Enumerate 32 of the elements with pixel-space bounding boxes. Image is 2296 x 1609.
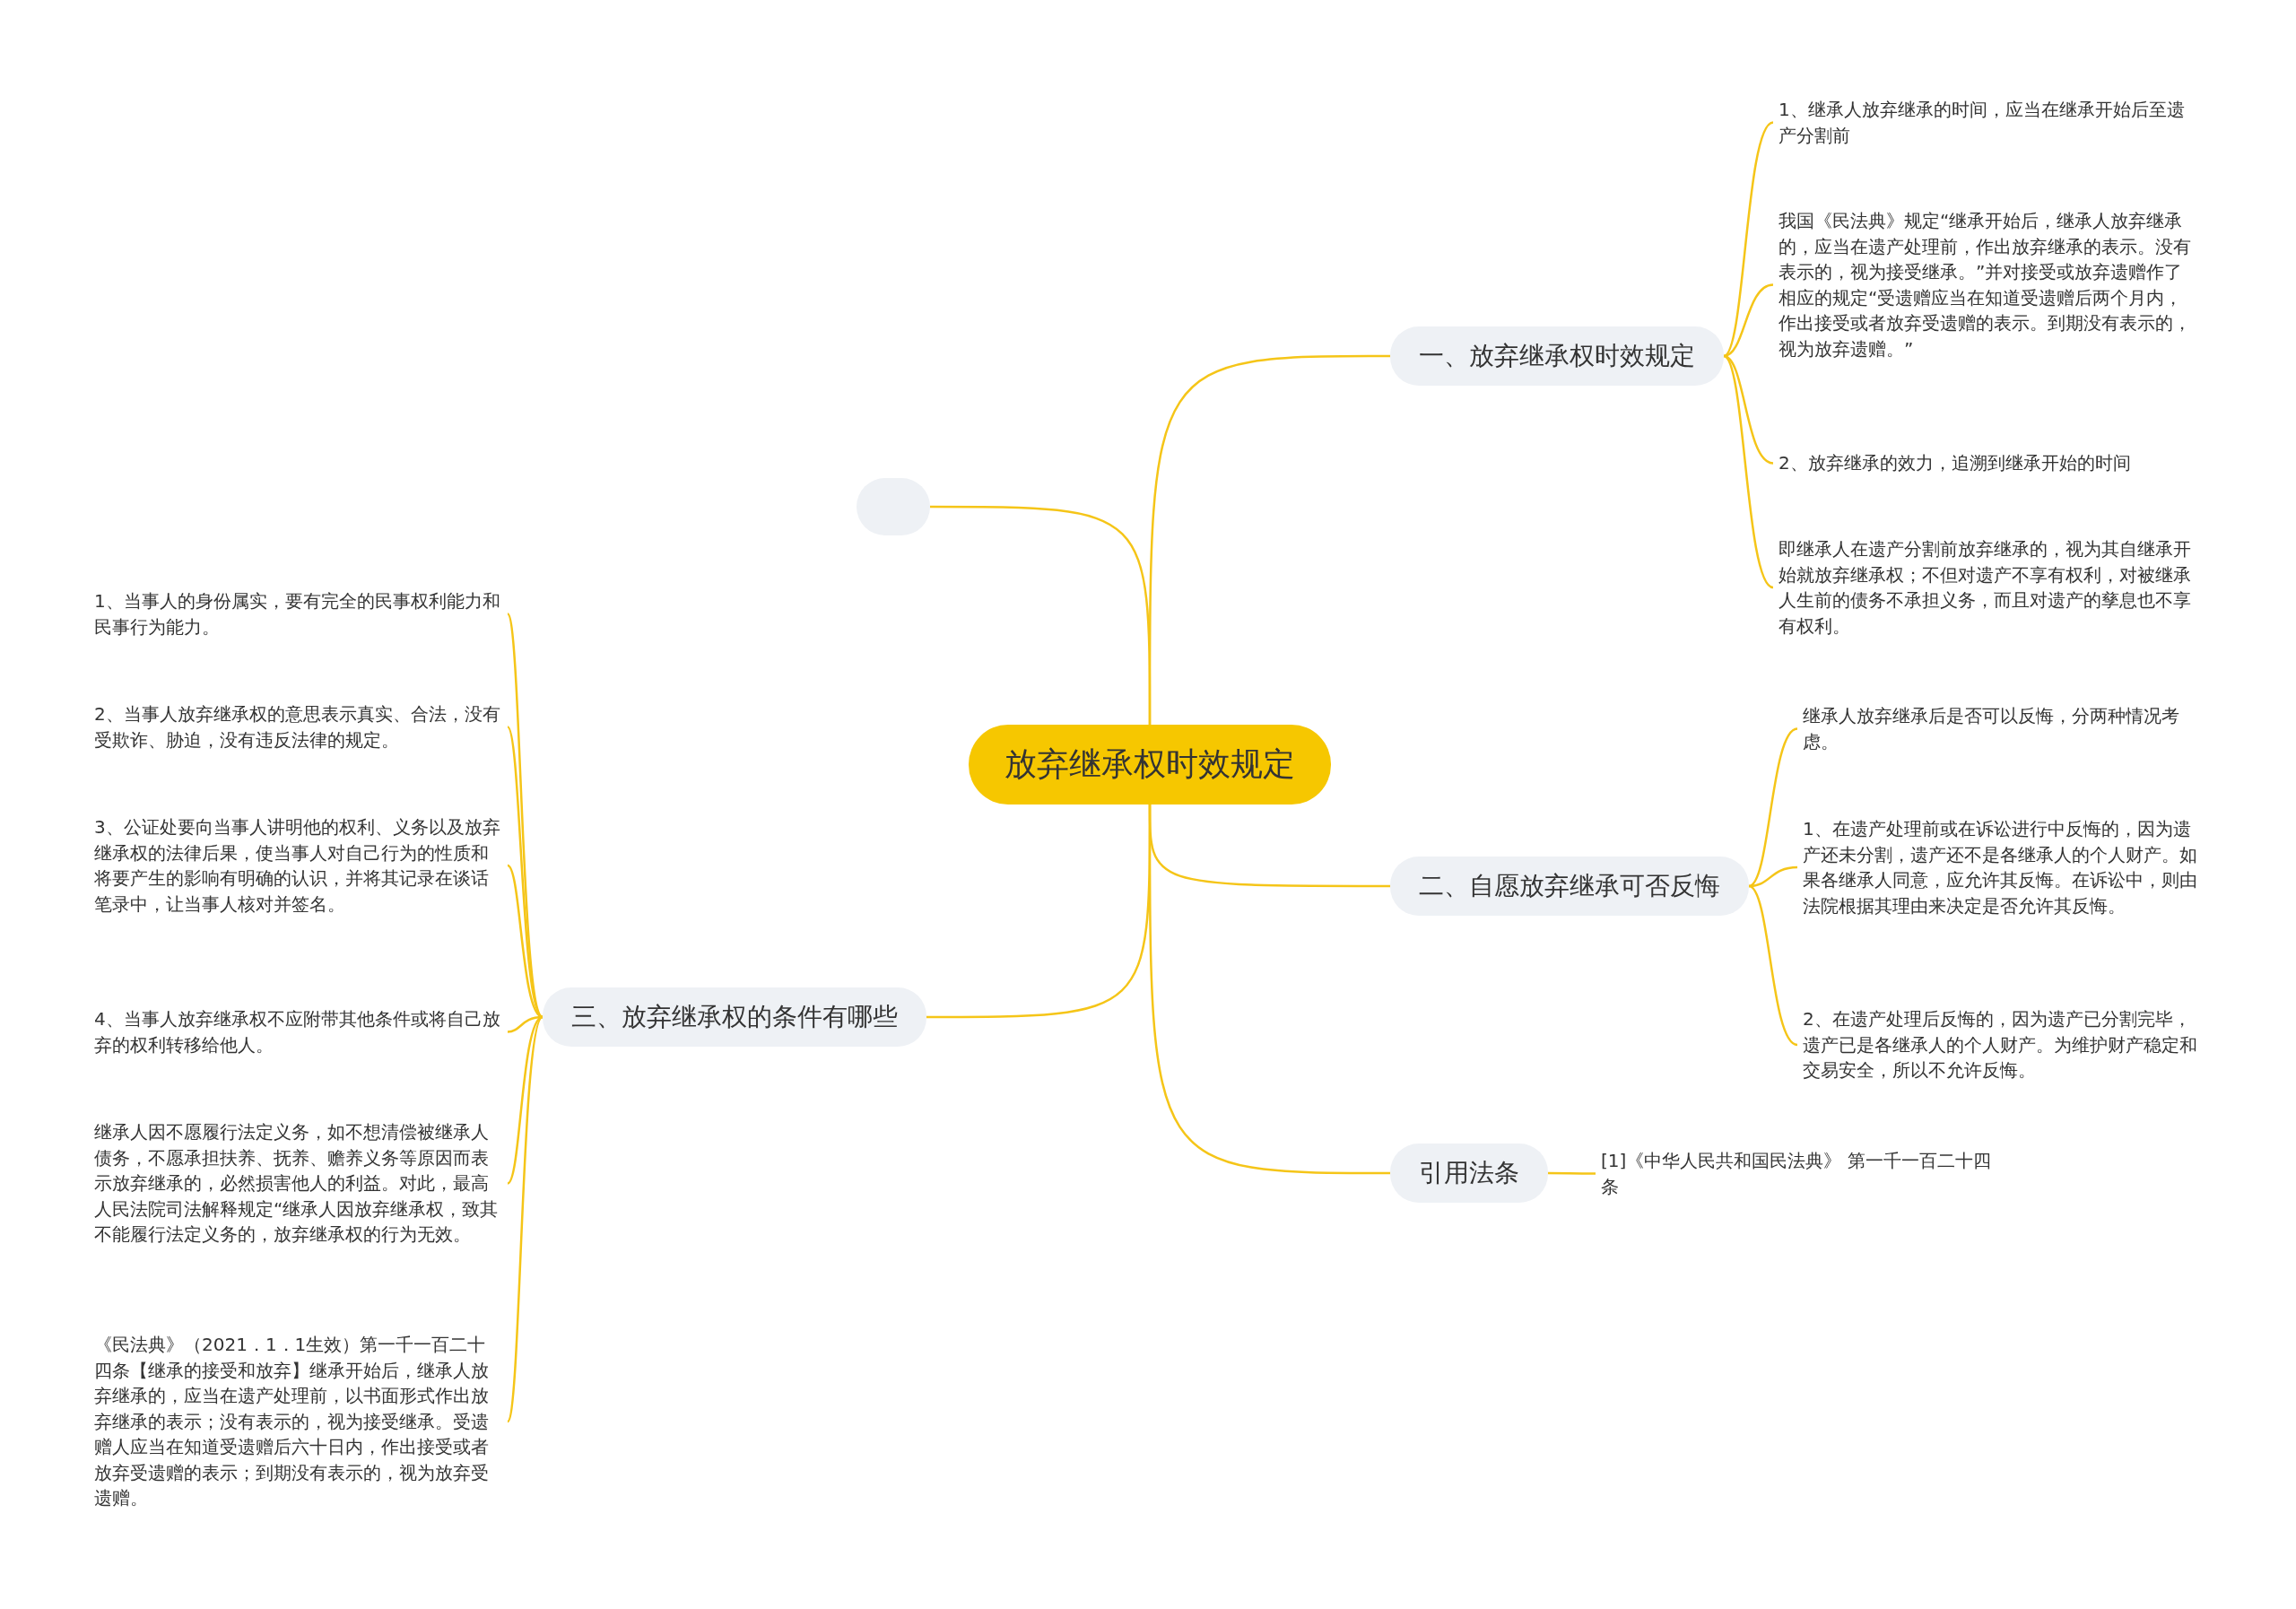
connector-line bbox=[1723, 355, 1774, 588]
topic-box: 引用法条 bbox=[1390, 1144, 1548, 1203]
note-text: 继承人因不愿履行法定义务，如不想清偿被继承人债务，不愿承担扶养、抚养、赡养义务等原因而表示放弃继承的，必然损害他人的利益。对此，最高人民法院司法解释规定“继承人因放弃继承权，致其不能履行法定义务的，放弃继承权的行为无效。 bbox=[94, 1119, 502, 1248]
note-text: 3、公证处要向当事人讲明他的权利、义务以及放弃继承权的法律后果，使当事人对自己行为的性质和将要产生的影响有明确的认识，并将其记录在谈话笔录中，让当事人核对并签名。 bbox=[94, 814, 502, 917]
note-text: 继承人放弃继承后是否可以反悔，分两种情况考虑。 bbox=[1803, 703, 2206, 754]
note-text: 1、在遗产处理前或在诉讼进行中反悔的，因为遗产还未分割，遗产还不是各继承人的个人财产。如果各继承人同意，应允许其反悔。在诉讼中，则由法院根据其理由来决定是否允许其反悔。 bbox=[1803, 816, 2206, 918]
note-text: 4、当事人放弃继承权不应附带其他条件或将自己放弃的权利转移给他人。 bbox=[94, 1006, 502, 1057]
connector-line bbox=[1548, 1171, 1596, 1175]
note-text: 2、在遗产处理后反悔的，因为遗产已分割完毕，遗产已是各继承人的个人财产。为维护财产稳定和交易安全，所以不允许反悔。 bbox=[1803, 1006, 2206, 1083]
note-text: 1、继承人放弃继承的时间，应当在继承开始后至遗产分割前 bbox=[1779, 97, 2191, 148]
connector-line bbox=[930, 505, 1152, 725]
note-text: 即继承人在遗产分割前放弃继承的，视为其自继承开始就放弃继承权；不但对遗产不享有权利，对被继承人生前的债务不承担义务，而且对遗产的孳息也不享有权利。 bbox=[1779, 536, 2191, 639]
connector-line bbox=[506, 726, 544, 1018]
note-text: 《民法典》（2021．1．1生效）第一千一百二十四条【继承的接受和放弃】继承开始后，继承人放弃继承的，应当在遗产处理前，以书面形式作出放弃继承的表示；没有表示的，视为接受继承。受遗赠人应当在知道受遗赠后六十日内，作出接受或者放弃受遗赠的表示；到期没有表示的，视为放弃受遗赠。 bbox=[94, 1332, 502, 1511]
note-text: 我国《民法典》规定“继承开始后，继承人放弃继承的，应当在遗产处理前，作出放弃继承的表示。没有表示的，视为接受继承。”并对接受或放弃遗赠作了相应的规定“受遗赠应当在知道受遗赠后两个月内，作出接受或者放弃受遗赠的表示。到期没有表示的，视为放弃遗赠。” bbox=[1779, 208, 2191, 361]
connector-line bbox=[506, 1016, 544, 1422]
connector-line bbox=[1723, 354, 1774, 465]
connector-line bbox=[1748, 884, 1798, 1047]
connector-line bbox=[1748, 727, 1798, 888]
note-text: 2、当事人放弃继承权的意思表示真实、合法，没有受欺诈、胁迫，没有违反法律的规定。 bbox=[94, 701, 502, 752]
connector-line bbox=[1723, 121, 1774, 357]
connector-line bbox=[507, 1015, 544, 1185]
note-text: 1、当事人的身份属实，要有完全的民事权利能力和民事行为能力。 bbox=[94, 588, 502, 639]
note-text: [1]《中华人民共和国民法典》 第一千一百二十四条 bbox=[1601, 1148, 1996, 1199]
topic-box: 一、放弃继承权时效规定 bbox=[1390, 326, 1724, 386]
connector-line bbox=[926, 804, 1152, 1019]
note-text: 2、放弃继承的效力，追溯到继承开始的时间 bbox=[1779, 450, 2191, 476]
central-topic: 放弃继承权时效规定 bbox=[969, 725, 1331, 804]
topic-box: 三、放弃继承权的条件有哪些 bbox=[543, 987, 926, 1047]
topic-box: 二、自愿放弃继承可否反悔 bbox=[1390, 857, 1749, 916]
connector-line bbox=[1748, 865, 1798, 888]
connector-line bbox=[1723, 283, 1774, 358]
